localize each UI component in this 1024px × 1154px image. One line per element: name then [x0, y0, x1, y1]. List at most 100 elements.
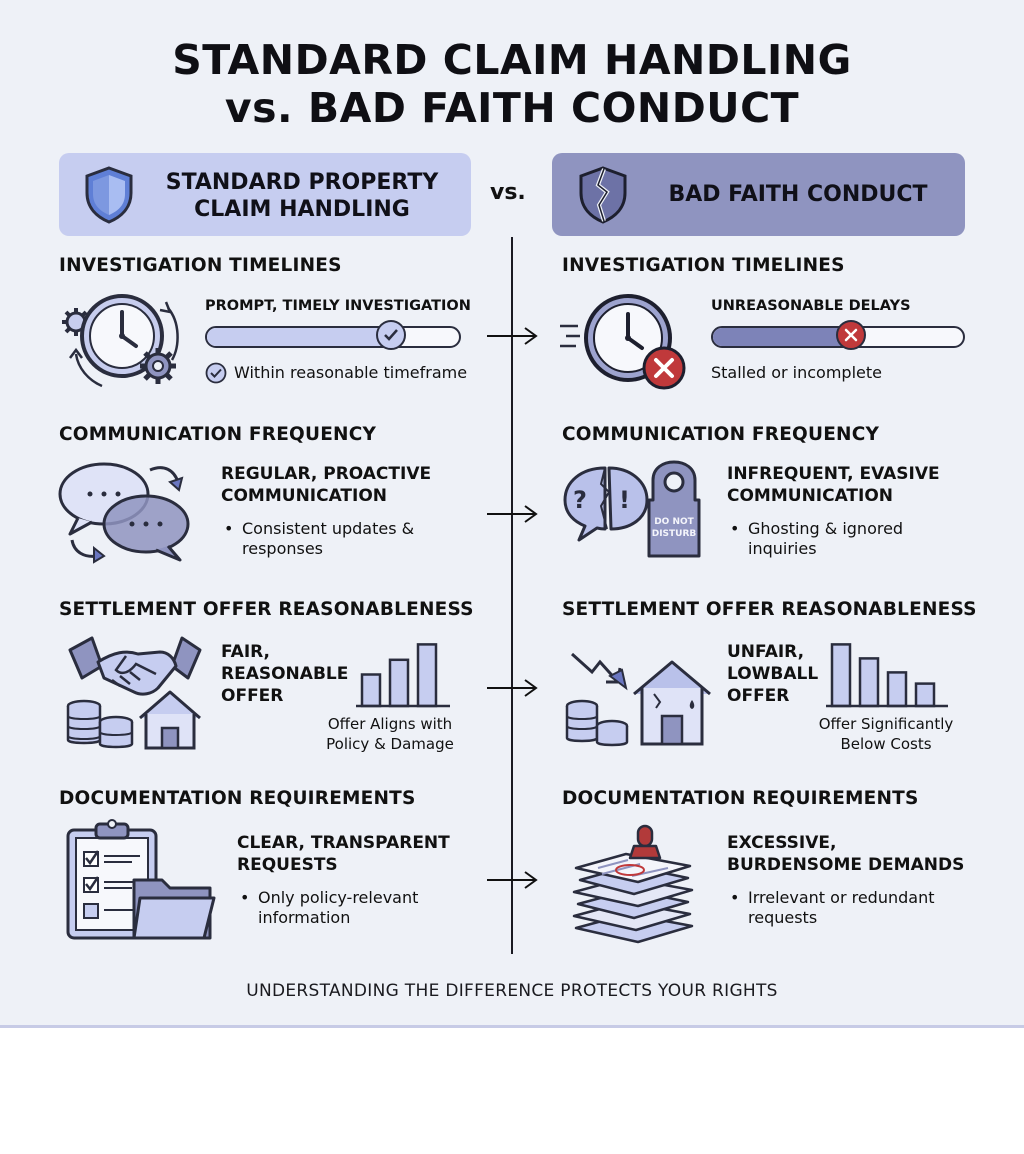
- bullet-line-1: Ghosting & ignored: [748, 519, 904, 538]
- folder-icon: [132, 878, 216, 940]
- lowball-coins-house-icon: [565, 652, 711, 747]
- down-arrow-icon: [570, 652, 628, 691]
- left-communication-heading: REGULAR, PROACTIVE COMMUNICATION: [221, 463, 431, 507]
- progress-fill: [207, 328, 391, 346]
- caption-line-2: Below Costs: [840, 735, 932, 753]
- heading-line-1: CLEAR, TRANSPARENT: [237, 833, 450, 853]
- bar-chart-icon: [826, 643, 948, 708]
- bad-faith-header: BAD FAITH CONDUCT: [552, 153, 965, 236]
- paper-stack-stamp-icon: [572, 824, 694, 944]
- handshake-icon: [68, 636, 202, 696]
- footer-tagline: UNDERSTANDING THE DIFFERENCE PROTECTS YO…: [246, 981, 778, 1001]
- clipboard-folder-icon: [66, 819, 216, 940]
- bullet-dot: •: [240, 888, 250, 907]
- damaged-house-icon: [633, 660, 711, 746]
- bullet-line-1: Only policy-relevant: [258, 888, 419, 907]
- coins-icon: [66, 699, 134, 749]
- bar-chart-icon: [356, 643, 450, 708]
- heading-line-2: REQUESTS: [237, 855, 338, 875]
- left-communication-bullet: • Consistent updates & responses: [224, 519, 464, 561]
- bar-4: [914, 682, 936, 708]
- left-investigation-progress: [205, 320, 461, 350]
- broken-chat-icon: ? !: [563, 466, 649, 542]
- arrow-icon: [487, 679, 538, 697]
- heading-line-2: REASONABLE: [221, 664, 349, 684]
- arrow-icon: [487, 505, 538, 523]
- page-title: STANDARD CLAIM HANDLING vs. BAD FAITH CO…: [0, 36, 1024, 132]
- heading-line-1: EXCESSIVE,: [727, 833, 837, 853]
- svg-text:?: ?: [573, 486, 587, 514]
- broken-shield-icon: [579, 166, 627, 224]
- right-settlement-title: SETTLEMENT OFFER REASONABLENESS: [562, 599, 977, 620]
- heading-line-3: OFFER: [727, 686, 790, 706]
- title-line-2: vs. BAD FAITH CONDUCT: [224, 84, 800, 132]
- bar-1: [830, 643, 852, 708]
- right-settlement-caption: Offer Significantly Below Costs: [806, 714, 966, 754]
- bullet-line-2: responses: [242, 539, 324, 558]
- bullet-line-2: requests: [748, 908, 818, 927]
- right-communication-title: COMMUNICATION FREQUENCY: [562, 424, 880, 445]
- heading-line-1: FAIR,: [221, 642, 271, 662]
- left-settlement-title: SETTLEMENT OFFER REASONABLENESS: [59, 599, 474, 620]
- heading-line-2: BURDENSOME DEMANDS: [727, 855, 965, 875]
- bullet-dot: •: [224, 519, 234, 538]
- right-investigation-note: Stalled or incomplete: [711, 363, 882, 382]
- caption-line-1: Offer Significantly: [818, 715, 954, 733]
- left-communication-title: COMMUNICATION FREQUENCY: [59, 424, 377, 445]
- bullet-line-2: information: [258, 908, 351, 927]
- left-documentation-heading: CLEAR, TRANSPARENT REQUESTS: [237, 832, 450, 876]
- standard-handling-header: STANDARD PROPERTY CLAIM HANDLING: [59, 153, 471, 236]
- sign-line-1: DO NOT: [654, 517, 694, 527]
- arrow-icon: [487, 871, 538, 889]
- bar-1: [360, 673, 382, 708]
- bar-3: [886, 671, 908, 708]
- bar-2: [858, 657, 880, 708]
- bullet-line-1: Consistent updates &: [242, 519, 415, 538]
- shield-icon: [85, 166, 133, 224]
- left-investigation-note: Within reasonable timeframe: [234, 363, 468, 382]
- clock-gears-icon: [62, 294, 179, 388]
- left-header-line-1: STANDARD PROPERTY: [165, 170, 439, 195]
- right-communication-heading: INFREQUENT, EVASIVE COMMUNICATION: [727, 463, 940, 507]
- svg-text:!: !: [619, 486, 630, 514]
- chat-bubbles-icon: [58, 462, 190, 564]
- title-line-1: STANDARD CLAIM HANDLING: [172, 36, 852, 84]
- right-communication-bullet: • Ghosting & ignored inquiries: [730, 519, 960, 561]
- delayed-clock-icon: [560, 294, 686, 390]
- bullet-dot: •: [730, 519, 740, 538]
- left-investigation-title: INVESTIGATION TIMELINES: [59, 255, 342, 276]
- left-header-line-2: CLAIM HANDLING: [194, 197, 410, 222]
- coins-icon: [565, 699, 629, 747]
- right-investigation-title: INVESTIGATION TIMELINES: [562, 255, 845, 276]
- left-settlement-heading: FAIR, REASONABLE OFFER: [221, 641, 348, 707]
- house-icon: [139, 690, 201, 750]
- left-investigation-label: PROMPT, TIMELY INVESTIGATION: [205, 298, 471, 314]
- center-divider: [511, 237, 513, 954]
- sign-text: DO NOT DISTURB: [647, 516, 701, 540]
- check-circle-icon: [205, 362, 227, 384]
- heading-line-3: OFFER: [221, 686, 284, 706]
- x-knob-icon: [835, 320, 866, 350]
- right-documentation-heading: EXCESSIVE, BURDENSOME DEMANDS: [727, 832, 964, 876]
- infographic-panel: STANDARD CLAIM HANDLING vs. BAD FAITH CO…: [0, 0, 1024, 1028]
- heading-line-1: INFREQUENT, EVASIVE: [727, 464, 940, 484]
- sign-line-2: DISTURB: [651, 529, 697, 539]
- right-documentation-title: DOCUMENTATION REQUIREMENTS: [562, 788, 919, 809]
- right-header-line-1: BAD FAITH CONDUCT: [668, 182, 928, 207]
- left-settlement-caption: Offer Aligns with Policy & Damage: [310, 714, 470, 754]
- heading-line-2: COMMUNICATION: [221, 486, 388, 506]
- bar-2: [388, 658, 410, 708]
- right-investigation-progress: [711, 320, 965, 350]
- bullet-dot: •: [730, 888, 740, 907]
- left-documentation-bullet: • Only policy-relevant information: [240, 888, 480, 930]
- handshake-coins-house-icon: [66, 636, 202, 750]
- caption-line-2: Policy & Damage: [326, 735, 454, 753]
- caption-line-1: Offer Aligns with: [327, 715, 453, 733]
- bullet-line-2: inquiries: [748, 539, 817, 558]
- heading-line-1: REGULAR, PROACTIVE: [221, 464, 432, 484]
- stamp-icon: [628, 824, 662, 860]
- left-documentation-title: DOCUMENTATION REQUIREMENTS: [59, 788, 416, 809]
- bar-3: [416, 643, 438, 708]
- heading-line-2: COMMUNICATION: [727, 486, 894, 506]
- arrow-icon: [487, 327, 538, 345]
